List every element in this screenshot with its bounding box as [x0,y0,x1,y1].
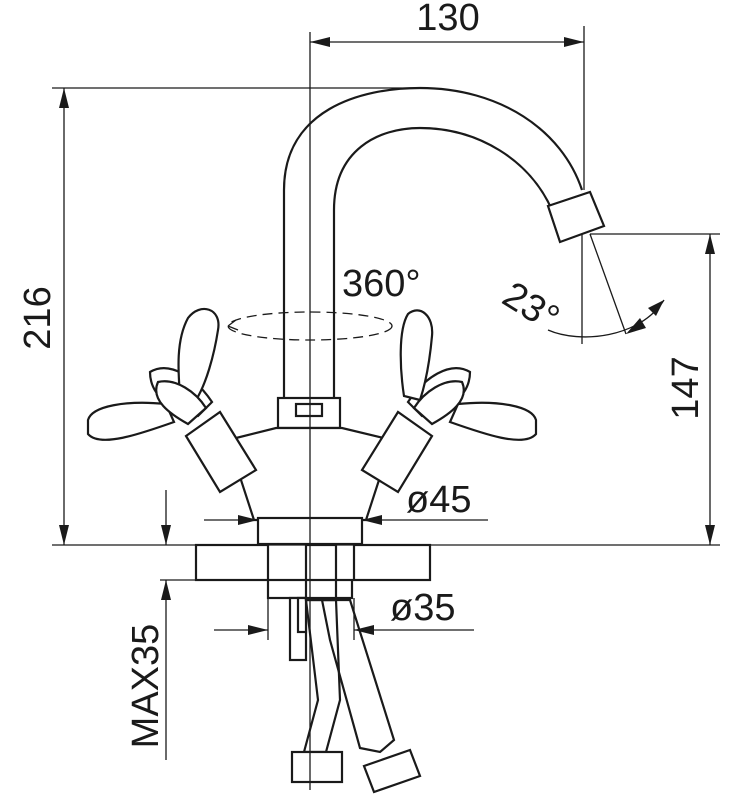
label-hole-diameter: ø35 [390,587,455,629]
dimension-spout-reach [310,26,585,190]
flexible-hoses [290,598,422,794]
label-spout-height: 147 [665,356,707,419]
label-base-diameter: ø45 [406,479,471,521]
label-total-height: 216 [17,286,59,349]
label-rotation: 360° [342,263,421,305]
left-handle [86,308,258,494]
dimension-spout-height [590,233,720,545]
rotation-ellipse [227,311,393,341]
label-spout-reach: 130 [416,0,479,39]
dimension-max-deck-thickness [160,490,198,760]
deck-section [194,543,432,582]
dimension-total-height [52,87,420,545]
dimension-spout-angle [547,233,665,344]
spout [282,86,606,398]
dimension-hole-diameter [214,598,474,640]
right-handle [360,309,538,494]
rotation-arrow [227,319,239,331]
label-spout-angle: 23° [495,274,566,340]
label-max-deck-thickness: MAX35 [125,624,167,749]
dimension-base-diameter [204,515,488,525]
